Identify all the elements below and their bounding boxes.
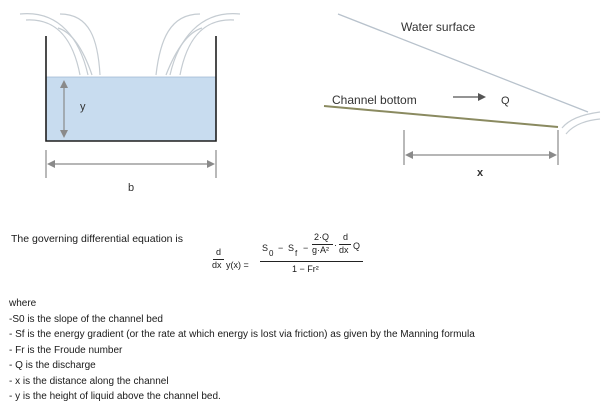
flow-arrow bbox=[453, 93, 486, 101]
definitions-block: where -S0 is the slope of the channel be… bbox=[9, 296, 475, 405]
definition-item: - Fr is the Froude number bbox=[9, 344, 123, 356]
where-heading: where bbox=[9, 298, 37, 309]
depth-arrow bbox=[60, 80, 68, 138]
sf-base: S bbox=[288, 243, 295, 253]
profile-diagram: Water surface Channel bottom Q x bbox=[323, 13, 601, 179]
minus-2: − bbox=[303, 243, 309, 253]
water-surface-line bbox=[337, 13, 589, 113]
flow-label: Q bbox=[501, 95, 510, 107]
s0-base: S bbox=[262, 243, 269, 253]
main-fraction-bar bbox=[260, 261, 363, 262]
inner-denominator: g·A² bbox=[312, 245, 330, 255]
depth-label: y bbox=[80, 101, 86, 113]
width-dimension bbox=[45, 150, 217, 178]
main-denominator: 1 − Fr² bbox=[292, 264, 319, 274]
lhs-numerator: d bbox=[216, 247, 222, 257]
cross-section-diagram: y b bbox=[19, 13, 241, 194]
inner-numerator: 2·Q bbox=[314, 232, 330, 242]
deriv-numerator: d bbox=[343, 232, 349, 242]
channel-bottom-label: Channel bottom bbox=[332, 93, 417, 107]
definition-item: - Q is the discharge bbox=[9, 360, 96, 371]
minus-1: − bbox=[278, 243, 284, 253]
discharge-symbol: Q bbox=[353, 241, 361, 251]
sf-subscript: f bbox=[295, 249, 298, 258]
definition-item: - x is the distance along the channel bbox=[9, 375, 169, 387]
equation-intro: The governing differential equation is bbox=[11, 233, 184, 245]
distance-label: x bbox=[477, 167, 484, 179]
definition-item: - y is the height of liquid above the ch… bbox=[9, 391, 221, 402]
lhs-function: y(x) = bbox=[226, 260, 249, 270]
outflow-curves bbox=[561, 111, 601, 135]
water-body bbox=[46, 77, 216, 141]
lhs-denominator: dx bbox=[212, 260, 222, 270]
width-label: b bbox=[128, 182, 134, 194]
inflow-streams bbox=[19, 13, 241, 76]
inner-fraction-bar bbox=[312, 244, 333, 245]
deriv-denominator: dx bbox=[339, 245, 349, 255]
distance-dimension bbox=[403, 130, 559, 165]
s0-subscript: 0 bbox=[269, 249, 274, 258]
definition-item: - Sf is the energy gradient (or the rate… bbox=[9, 329, 475, 340]
governing-equation: d dx y(x) = S 0 − S f − 2·Q g·A² · d dx … bbox=[210, 230, 370, 285]
deriv-fraction-bar bbox=[339, 244, 351, 245]
channel-bottom-line bbox=[323, 105, 559, 128]
multiply-dot: · bbox=[334, 240, 337, 250]
water-surface-label: Water surface bbox=[401, 20, 476, 34]
lhs-fraction-bar bbox=[213, 259, 224, 260]
definition-item: -S0 is the slope of the channel bed bbox=[9, 313, 163, 325]
channel-walls bbox=[45, 36, 217, 142]
